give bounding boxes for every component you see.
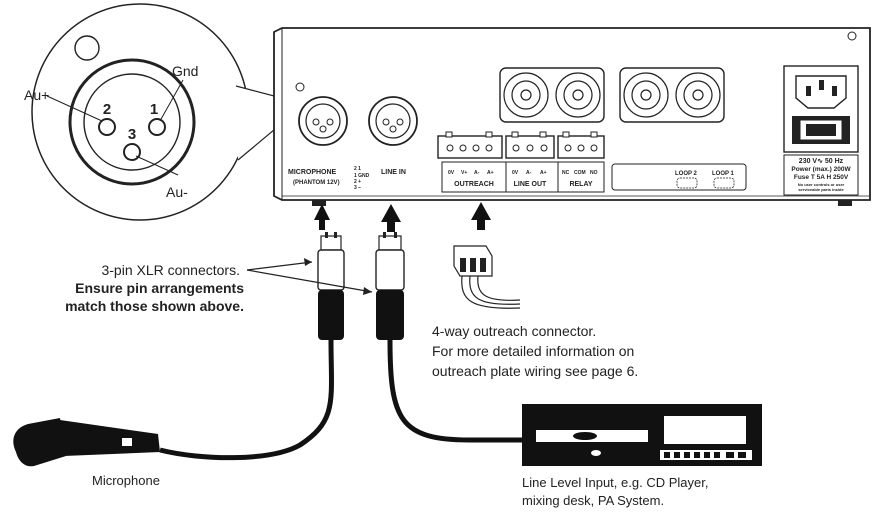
line-in-xlr-socket xyxy=(368,96,418,146)
pin-3-label: 3 xyxy=(128,126,136,143)
loop2-label: LOOP 2 xyxy=(675,171,698,177)
power-rating-line3: Fuse T 5A H 250V xyxy=(794,174,849,181)
pin-key-minus: 3 – xyxy=(354,185,361,191)
pin-key-gnd: 1 GND xyxy=(354,173,370,179)
insertion-arrows xyxy=(314,202,491,232)
line-in-xlr-plug xyxy=(375,232,530,443)
pin-1 xyxy=(148,118,166,136)
phantom-label: (PHANTOM 12V) xyxy=(293,180,340,186)
relay-pin-nc: NC xyxy=(562,170,570,176)
outreach-pin-aplus: A+ xyxy=(487,170,494,176)
arrow-up-icon xyxy=(314,204,330,230)
line-level-caption-line1: Line Level Input, e.g. CD Player, xyxy=(522,475,708,490)
outreach-annotation-line2: For more detailed information on xyxy=(432,343,634,359)
lineout-pin-aplus: A+ xyxy=(540,170,547,176)
xlr-annotation-line2: Ensure pin arrangements xyxy=(75,280,244,296)
microphone-caption: Microphone xyxy=(92,473,160,488)
cooling-fans xyxy=(499,67,725,123)
microphone-xlr-socket xyxy=(298,96,348,146)
outreach-pin-aminus: A- xyxy=(474,170,480,176)
gnd-label: Gnd xyxy=(172,63,198,79)
lineout-pin-0v: 0V xyxy=(512,170,519,176)
pin-key-top: 2 1 xyxy=(354,166,361,172)
au-plus-label: Au+ xyxy=(24,87,49,103)
microphone-panel-label: MICROPHONE xyxy=(288,169,337,176)
outreach-plug xyxy=(453,245,521,309)
relay-pin-no: NO xyxy=(590,170,598,176)
lineout-terminal xyxy=(505,131,555,159)
xlr-annotation-line3: match those shown above. xyxy=(65,298,244,314)
outreach-annotation-line3: outreach plate wiring see page 6. xyxy=(432,363,638,379)
outreach-panel-label: OUTREACH xyxy=(454,181,494,188)
pin-key-plus: 2 + xyxy=(354,179,361,185)
power-rating-line4: No user controls or user xyxy=(798,182,845,187)
relay-panel-label: RELAY xyxy=(569,181,592,188)
power-inlet xyxy=(783,65,859,153)
power-rating-line1: 230 V∿ 50 Hz xyxy=(799,158,844,165)
arrow-up-icon xyxy=(471,202,491,230)
lineout-pin-aminus: A- xyxy=(526,170,532,176)
outreach-pin-vplus: V+ xyxy=(461,170,467,176)
loop1-label: LOOP 1 xyxy=(712,171,735,177)
pin-2-label: 2 xyxy=(103,101,111,118)
xlr-annotation-line1: 3-pin XLR connectors. xyxy=(101,262,240,278)
power-rating-line2: Power (max.) 200W xyxy=(791,166,851,173)
line-in-panel-label: LINE IN xyxy=(381,169,406,176)
au-minus-label: Au- xyxy=(166,184,188,200)
microphone-icon xyxy=(13,418,160,467)
pin-2 xyxy=(98,118,116,136)
relay-terminal xyxy=(557,131,605,159)
line-level-caption-line2: mixing desk, PA System. xyxy=(522,493,664,508)
cd-player-device xyxy=(522,404,762,466)
pin-3 xyxy=(123,143,141,161)
relay-pin-com: COM xyxy=(574,170,586,176)
lineout-panel-label: LINE OUT xyxy=(514,181,547,188)
outreach-terminal xyxy=(437,131,503,159)
power-rating-line5: serviceable parts inside xyxy=(798,187,844,192)
outreach-annotation-line1: 4-way outreach connector. xyxy=(432,323,596,339)
outreach-pin-0v: 0V xyxy=(448,170,455,176)
rear-panel: MICROPHONE (PHANTOM 12V) LINE IN 2 1 1 G… xyxy=(273,27,871,206)
microphone-xlr-plug xyxy=(159,232,345,461)
xlr-zoom-view: 2 1 3 Au+ Gnd Au- xyxy=(24,3,307,221)
arrow-up-icon xyxy=(381,204,401,232)
pin-1-label: 1 xyxy=(150,101,158,118)
